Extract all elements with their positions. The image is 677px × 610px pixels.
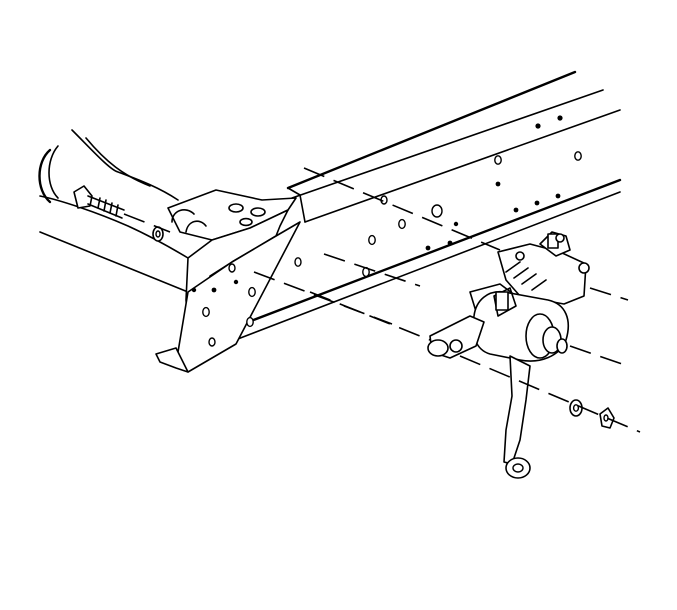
crossmember-arm bbox=[38, 129, 189, 259]
steering-gear bbox=[469, 231, 590, 362]
frame-rail-holes bbox=[294, 115, 582, 278]
frame-rail bbox=[39, 70, 622, 343]
mounting-bracket bbox=[155, 189, 301, 373]
alignment-lines bbox=[123, 167, 641, 433]
mounting-bolt bbox=[73, 185, 164, 242]
washers-nuts bbox=[569, 399, 615, 429]
